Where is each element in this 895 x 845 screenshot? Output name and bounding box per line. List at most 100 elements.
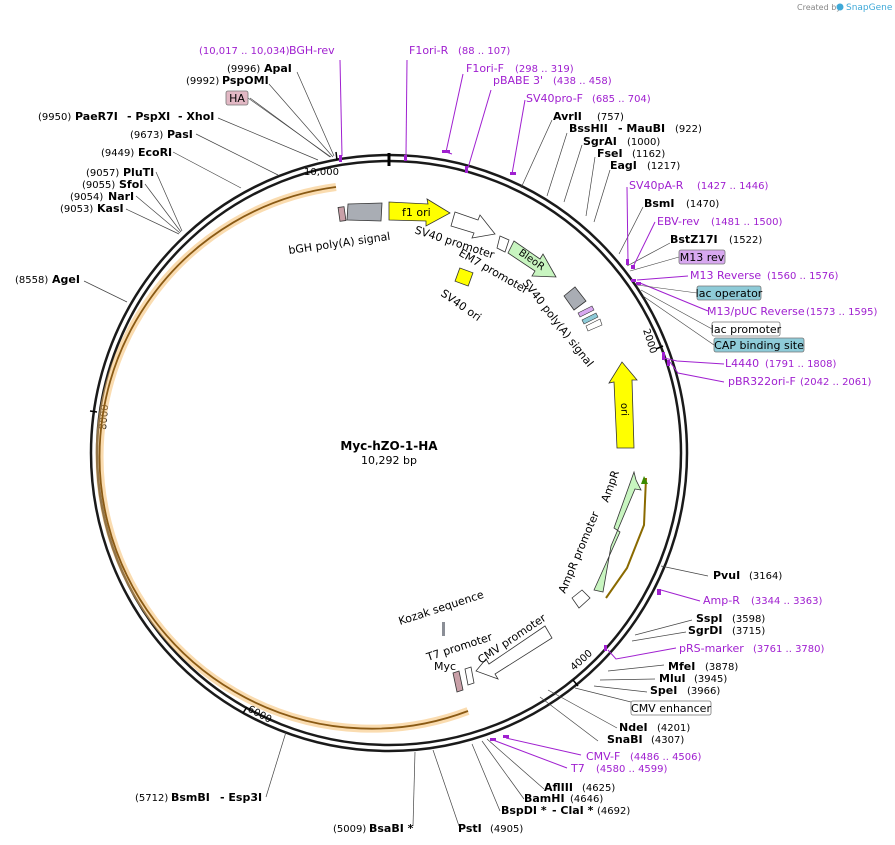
primer-f1ori-r-range: (88 .. 107) bbox=[458, 46, 510, 57]
primer-m13-puc-reverse: M13/pUC Reverse bbox=[707, 305, 805, 318]
site-pluti: PluTI bbox=[123, 166, 154, 179]
ampr-label: AmpR bbox=[599, 468, 623, 504]
primer-f1ori-f-range: (298 .. 319) bbox=[515, 64, 574, 75]
tick-mark bbox=[89, 410, 98, 413]
tick-label-10000: 10,000 bbox=[304, 167, 339, 178]
plasmid-name: Myc-hZO-1-HA bbox=[340, 439, 438, 453]
site-bamhi: BamHI bbox=[524, 792, 565, 805]
site-sspi-pos: (3598) bbox=[732, 614, 765, 625]
site-mfei-pos: (3878) bbox=[705, 662, 738, 673]
primer-amp-r: Amp-R bbox=[703, 594, 740, 607]
primer-pbabe3-range: (438 .. 458) bbox=[553, 76, 612, 87]
site-mlui-pos: (3945) bbox=[694, 674, 727, 685]
ori-feature bbox=[608, 361, 638, 449]
ampr-feature bbox=[593, 470, 642, 593]
site-paer7i: PaeR7I bbox=[75, 110, 118, 123]
primer-t7-range: (4580 .. 4599) bbox=[596, 764, 668, 775]
site-kasi: KasI bbox=[97, 202, 124, 215]
site-bsmi: BsmI bbox=[644, 197, 675, 210]
primer-l4440: L4440 bbox=[725, 357, 759, 370]
primer-amp-r-range: (3344 .. 3363) bbox=[751, 596, 823, 607]
site-bsmbi-pos: (5712) bbox=[135, 793, 168, 804]
credit-text: Created by bbox=[797, 3, 841, 12]
site-bsshii: BssHII bbox=[569, 122, 608, 135]
leader-line bbox=[640, 289, 713, 330]
primer-marks bbox=[339, 150, 670, 741]
site-psti-pos: (4905) bbox=[490, 824, 523, 835]
primer-t7: T7 bbox=[570, 762, 585, 775]
site-mfei: MfeI bbox=[668, 660, 695, 673]
lac-promoter-box-label: lac promoter bbox=[711, 323, 782, 336]
primer-cmv-f-range: (4486 .. 4506) bbox=[630, 752, 702, 763]
site-snabi-pos: (4307) bbox=[651, 735, 684, 746]
sv40-polya-feature bbox=[563, 286, 587, 311]
site-bsabi: BsaBI * bbox=[369, 822, 414, 835]
site-mlui: MluI bbox=[659, 672, 686, 685]
site-ndei-pos: (4201) bbox=[657, 723, 690, 734]
site-pspxi: - PspXI bbox=[127, 110, 170, 123]
site-pspxi-name: PspXI bbox=[135, 110, 170, 123]
site-pspomi-pos: (9992) bbox=[186, 76, 219, 87]
ha-tag-feature bbox=[337, 206, 347, 222]
site-bspdi-pos: (4692) bbox=[597, 806, 630, 817]
snapgene-logo-icon bbox=[836, 3, 844, 11]
site-maubi: - MauBI bbox=[618, 122, 665, 135]
cmv-enhancer-box-label: CMV enhancer bbox=[631, 702, 711, 715]
primer-m13-reverse: M13 Reverse bbox=[690, 269, 761, 282]
sv40-ori-label: SV40 ori bbox=[438, 287, 483, 324]
m13-rev-box-label: M13 rev bbox=[680, 251, 725, 264]
site-pasi: PasI bbox=[167, 128, 193, 141]
lac-operator-feature bbox=[581, 312, 599, 325]
site-fsei-pos: (1162) bbox=[632, 149, 665, 160]
m13-rev-feature bbox=[577, 305, 595, 318]
site-nari: NarI bbox=[108, 190, 134, 203]
site-esp3i: - Esp3I bbox=[220, 791, 262, 804]
primer-pbr322ori-f-range: (2042 .. 2061) bbox=[800, 377, 872, 388]
site-pvui-pos: (3164) bbox=[749, 571, 782, 582]
site-fsei: FseI bbox=[597, 147, 623, 160]
primer-pbr322ori-f: pBR322ori-F bbox=[728, 375, 796, 388]
sv40-ori-feature bbox=[454, 267, 474, 287]
site-sfoi: SfoI bbox=[119, 178, 143, 191]
cmv-promoter-feature bbox=[475, 625, 553, 680]
ha-box-label: HA bbox=[229, 92, 245, 105]
bgh-polya-feature bbox=[346, 202, 383, 222]
primer-pbabe3: pBABE 3' bbox=[493, 74, 543, 87]
primer-l4440-range: (1791 .. 1808) bbox=[765, 359, 837, 370]
em7-promoter-feature bbox=[496, 235, 510, 253]
primer-bgh-rev-range: (10,017 .. 10,034) bbox=[199, 46, 290, 57]
site-sgrdi-pos: (3715) bbox=[732, 626, 765, 637]
site-afliii: AflIII bbox=[544, 781, 573, 794]
myc-tag-feature bbox=[452, 670, 464, 693]
credit-brand: SnapGene bbox=[846, 3, 893, 13]
primer-bgh-rev: BGH-rev bbox=[289, 44, 335, 57]
cap-site-box-label: CAP binding site bbox=[714, 339, 804, 352]
site-pluti-pos: (9057) bbox=[86, 168, 119, 179]
ampr-gene-arrow bbox=[641, 476, 648, 484]
ampr-promoter-feature bbox=[571, 589, 591, 609]
cap-site-box bbox=[713, 337, 805, 353]
site-sspi: SspI bbox=[696, 612, 722, 625]
site-avrii-pos: (757) bbox=[597, 112, 624, 123]
site-avrii: AvrII bbox=[553, 110, 582, 123]
site-afliii-pos: (4625) bbox=[582, 783, 615, 794]
primer-prs-marker-range: (3761 .. 3780) bbox=[753, 644, 825, 655]
leader-line bbox=[247, 97, 332, 158]
site-agei-pos: (8558) bbox=[15, 275, 48, 286]
site-sgrai-pos: (1000) bbox=[627, 137, 660, 148]
site-apai: ApaI bbox=[264, 62, 292, 75]
site-sfoi-pos: (9055) bbox=[82, 180, 115, 191]
site-bsmbi: BsmBI bbox=[171, 791, 210, 804]
ha-box bbox=[225, 90, 249, 106]
ampr-gene-arc bbox=[605, 477, 647, 599]
ampr-promoter-label: AmpR promoter bbox=[556, 509, 602, 595]
tick-mark bbox=[655, 345, 664, 350]
primer-f1ori-f: F1ori-F bbox=[466, 62, 504, 75]
plasmid-length: 10,292 bp bbox=[361, 454, 417, 467]
tick-mark bbox=[335, 151, 338, 161]
site-bsmi-pos: (1470) bbox=[686, 199, 719, 210]
primer-sv40pa-r-range: (1427 .. 1446) bbox=[697, 181, 769, 192]
site-snabi: SnaBI bbox=[607, 733, 643, 746]
site-sgrai: SgrAI bbox=[583, 135, 617, 148]
